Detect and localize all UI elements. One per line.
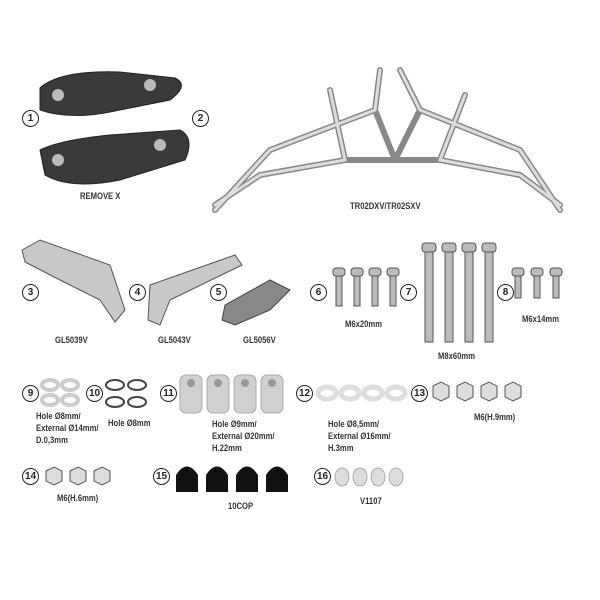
- frame-rack: [212, 67, 563, 213]
- item-15-code: 10COP: [228, 501, 254, 511]
- spec-line: External Ø20mm/: [212, 431, 275, 441]
- item-5-code: GL5056V: [243, 335, 276, 345]
- item-3-code: GL5039V: [55, 335, 88, 345]
- item-number-5: 5: [210, 284, 227, 301]
- item-number-1: 1: [22, 110, 39, 127]
- spec-line: Hole Ø8mm/: [36, 411, 81, 421]
- item-number-3: 3: [22, 284, 39, 301]
- spec-line: Hole Ø9mm/: [212, 419, 257, 429]
- part-3-bracket: [21, 239, 126, 323]
- item-9-spec: Hole Ø8mm/ External Ø14mm/ D.0,3mm: [36, 410, 99, 446]
- item-10-spec: Hole Ø8mm: [108, 418, 151, 428]
- item-number-10: 10: [86, 385, 103, 402]
- part-6-bolts: [332, 267, 400, 307]
- part-13-nuts: [432, 381, 522, 402]
- spec-line: D.0,3mm: [36, 435, 68, 445]
- part-7-bolts: [421, 242, 497, 343]
- item-6-code: M6x20mm: [345, 319, 383, 329]
- remove-note: REMOVE X: [80, 191, 121, 201]
- part-9-washers: [40, 378, 80, 407]
- item-number-6: 6: [310, 284, 327, 301]
- item-12-spec: Hole Ø8,5mm/ External Ø16mm/ H.3mm: [328, 418, 391, 454]
- part-15-caps: [176, 466, 288, 492]
- part-11-spacers: [179, 374, 284, 414]
- frame-code: TR02DXV/TR02SXV: [350, 201, 421, 211]
- part-8-bolts: [511, 267, 563, 299]
- spec-line: H.22mm: [212, 443, 242, 453]
- item-number-4: 4: [129, 284, 146, 301]
- item-number-9: 9: [22, 385, 39, 402]
- item-number-15: 15: [153, 468, 170, 485]
- item-number-7: 7: [400, 284, 417, 301]
- part-10-lock-washers: [105, 379, 147, 408]
- item-number-16: 16: [314, 468, 331, 485]
- part-2-cover: [39, 129, 190, 185]
- spec-line: External Ø16mm/: [328, 431, 391, 441]
- spec-line: Hole Ø8,5mm/: [328, 419, 380, 429]
- item-number-13: 13: [411, 385, 428, 402]
- item-number-12: 12: [296, 385, 313, 402]
- item-4-code: GL5043V: [158, 335, 191, 345]
- item-8-code: M6x14mm: [522, 314, 560, 324]
- item-number-14: 14: [22, 468, 39, 485]
- item-13-code: M6(H.9mm): [474, 412, 516, 422]
- spec-line: H.3mm: [328, 443, 354, 453]
- spec-line: External Ø14mm/: [36, 423, 99, 433]
- part-5-bracket: [221, 279, 291, 326]
- item-number-2: 2: [192, 110, 209, 127]
- item-number-8: 8: [497, 284, 514, 301]
- item-11-spec: Hole Ø9mm/ External Ø20mm/ H.22mm: [212, 418, 275, 454]
- item-number-11: 11: [160, 385, 177, 402]
- part-12-washers: [315, 384, 408, 402]
- part-14-nuts: [45, 466, 111, 486]
- part-4-bracket: [147, 254, 243, 326]
- item-7-code: M8x60mm: [438, 351, 476, 361]
- item-14-code: M6(H.6mm): [57, 493, 99, 503]
- item-16-code: V1107: [360, 496, 382, 506]
- part-16-plugs: [334, 467, 404, 487]
